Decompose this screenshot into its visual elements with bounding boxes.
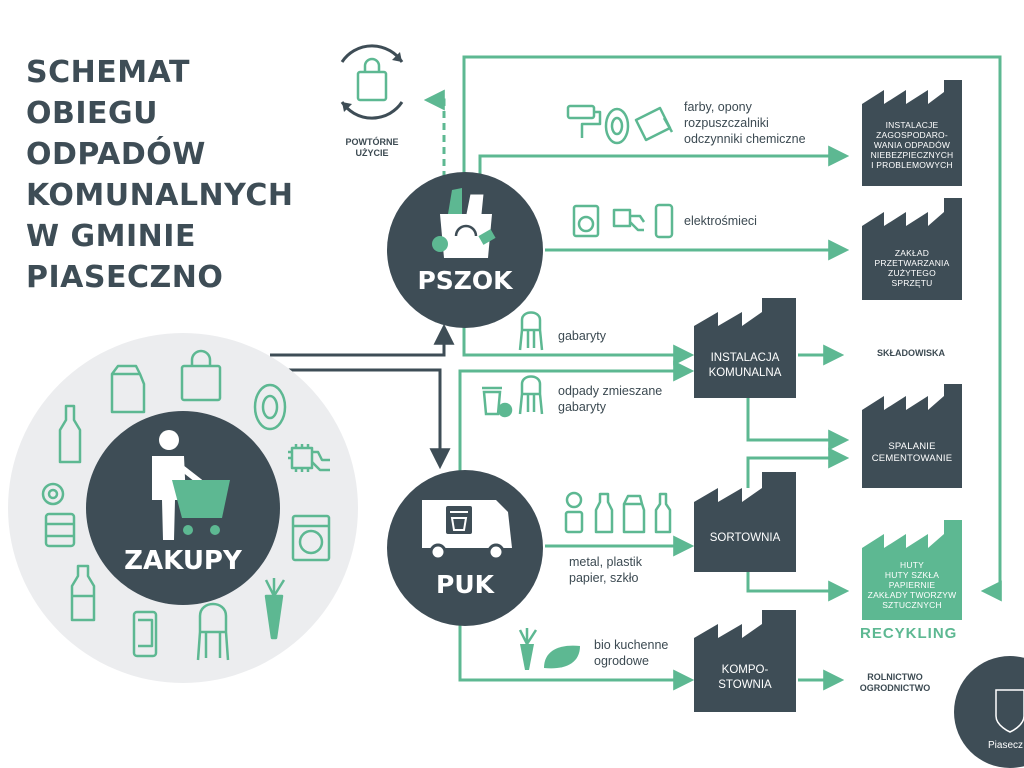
trash-can-icon	[482, 386, 502, 416]
chip-icon	[612, 208, 646, 232]
bio-label: bio kuchenne ogrodowe	[594, 638, 669, 668]
flow-municipal-to-incineration	[746, 398, 850, 451]
electro-plant-label: ZAKŁAD PRZETWARZANIA ZUŻYTEGO SPRZĘTU	[874, 248, 950, 288]
electro-label: elektrośmieci	[684, 214, 757, 228]
coat-of-arms-icon	[995, 689, 1024, 733]
recycle-bag-icon	[432, 188, 496, 258]
phone-icon	[132, 610, 158, 658]
title-line: W GMINIE	[26, 219, 196, 254]
hazardous-icons	[566, 104, 674, 145]
can-icon	[44, 512, 76, 548]
title-line: PIASECZNO	[26, 260, 224, 295]
reuse-label: POWTÓRNE UŻYCIE	[345, 137, 399, 158]
logo-text: Piasecz	[988, 740, 1024, 751]
recycling-label: RECYKLING	[860, 625, 958, 642]
milk-carton-icon	[622, 494, 646, 534]
agriculture-label: ROLNICTWO OGRODNICTWO	[859, 672, 931, 693]
phone-icon	[654, 203, 674, 239]
flow-sorting-to-recycling	[746, 570, 850, 602]
pszok-label: PSZOK	[417, 266, 513, 295]
flow-sorting-to-incineration	[746, 447, 850, 488]
washing-machine-icon	[291, 514, 331, 562]
shopping-flow-lines	[270, 323, 455, 470]
shopper-with-cart-icon	[152, 430, 230, 540]
reuse-recycle-icon	[340, 44, 404, 120]
factory-incineration	[862, 384, 962, 488]
bulky-label: gabaryty	[558, 329, 606, 343]
shopping-bag-icon	[180, 349, 222, 402]
zakupy-label: ZAKUPY	[124, 546, 242, 576]
flow-pszok-to-reuse	[423, 89, 446, 190]
carrot-icon	[518, 628, 538, 670]
chip-icon	[288, 444, 330, 472]
consumer-goods-icons	[41, 349, 331, 661]
recyclables-label: metal, plastik papier, szkło	[569, 555, 642, 585]
piaseczno-logo	[954, 656, 1024, 768]
bag-icon	[497, 402, 513, 418]
chair-icon	[196, 602, 230, 661]
factory-composting	[694, 610, 796, 712]
washing-machine-icon	[572, 204, 600, 238]
factory-municipal	[694, 298, 796, 398]
paint-bucket-icon	[634, 106, 674, 142]
landfill-label: SKŁADOWISKA	[877, 348, 945, 358]
tire-icon	[604, 107, 630, 145]
bio-icons	[518, 628, 580, 670]
bottle-icon	[58, 404, 82, 464]
flow-zakupy-to-pszok	[270, 323, 455, 357]
chair-icon	[518, 311, 544, 351]
truck-icon	[422, 500, 512, 561]
factory-hazardous	[862, 80, 962, 186]
tire-icon	[253, 383, 287, 431]
flow-pszok-to-recycling	[462, 55, 1002, 602]
title-line: OBIEGU	[26, 96, 159, 131]
flow-mixed	[458, 360, 695, 480]
factory-recycling	[862, 520, 962, 620]
factories	[694, 80, 962, 712]
title-line: KOMUNALNYCH	[26, 178, 294, 213]
chair-icon	[518, 375, 544, 415]
flow-hazardous	[478, 145, 850, 175]
title-line: SCHEMAT	[26, 55, 190, 90]
carrot-icon	[264, 578, 286, 640]
factory-electro	[862, 198, 962, 300]
plastic-bottle-icon	[70, 564, 96, 622]
plastic-bottle-icon	[594, 492, 614, 534]
composting-label: KOMPO- STOWNIA	[718, 664, 772, 691]
milk-carton-icon	[110, 364, 146, 414]
flow-lines	[423, 55, 1002, 691]
recycling-plant-label: HUTY HUTY SZKŁA PAPIERNIE ZAKŁADY TWORZY…	[867, 560, 957, 610]
page-title: SCHEMAT OBIEGU ODPADÓW KOMUNALNYCH W GMI…	[26, 52, 346, 298]
title-line: ODPADÓW	[26, 137, 206, 172]
flow-bulky	[462, 320, 695, 366]
hazardous-plant-label: INSTALACJE ZAGOSPODARO- WANIA ODPADÓW NI…	[870, 120, 954, 170]
leaf-icon	[544, 645, 580, 669]
factory-sorting	[694, 472, 796, 572]
bulky-icons	[518, 311, 544, 351]
flow-zakupy-to-puk	[270, 368, 451, 470]
municipal-label: INSTALACJA KOMUNALNA	[708, 352, 782, 379]
flow-puk-to-composting	[458, 612, 695, 691]
electro-icons	[572, 203, 674, 239]
sorting-label: SORTOWNIA	[709, 532, 781, 544]
incineration-label: SPALANIE CEMENTOWANIE	[871, 441, 953, 464]
can-icon	[564, 491, 584, 534]
mixed-icons	[482, 375, 544, 418]
puk-label: PUK	[436, 570, 494, 599]
hazardous-label: farby, opony rozpuszczalniki odczynniki …	[684, 100, 806, 146]
bottle-icon	[654, 492, 672, 534]
mixed-label: odpady zmieszane gabaryty	[558, 384, 663, 414]
recyclables-icons	[564, 491, 672, 534]
tape-icon	[41, 482, 65, 506]
paint-roller-icon	[566, 104, 602, 138]
